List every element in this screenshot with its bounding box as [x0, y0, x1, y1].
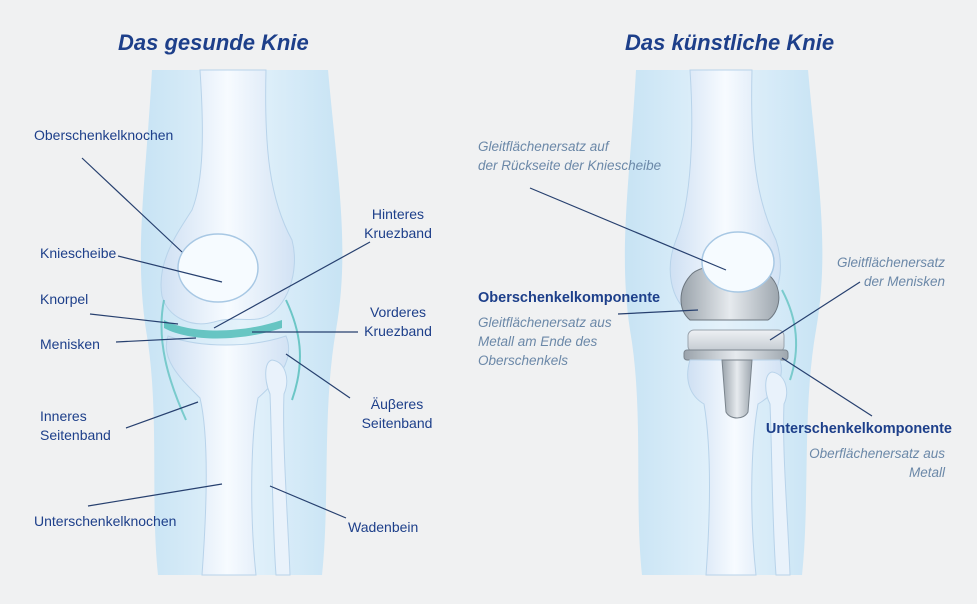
note-tibial-line-2: Metall [780, 463, 945, 482]
label-aeusseres-seitenband-line-2: Seitenband [352, 414, 442, 433]
label-aeusseres-seitenband: Äuβeres Seitenband [352, 395, 442, 433]
label-kniescheibe: Kniescheibe [40, 244, 116, 263]
label-hinteres-kreuzband-line-2: Kruezband [358, 224, 438, 243]
note-tibial-component: Oberflächenersatz aus Metall [780, 444, 945, 482]
label-unterschenkelkomponente: Unterschenkelkomponente [740, 420, 952, 439]
label-knorpel: Knorpel [40, 290, 88, 309]
right-patella [702, 232, 774, 292]
label-hinteres-kreuzband-line-1: Hinteres [358, 205, 438, 224]
note-meniscus-line-2: der Menisken [780, 272, 945, 291]
note-patella-line-1: Gleitflächenersatz auf [478, 137, 661, 156]
label-aeusseres-seitenband-line-1: Äuβeres [352, 395, 442, 414]
label-vorderes-kreuzband-line-2: Kruezband [358, 322, 438, 341]
label-menisken: Menisken [40, 335, 100, 354]
note-femoral-line-2: Metall am Ende des [478, 332, 612, 351]
note-femoral-line-1: Gleitflächenersatz aus [478, 313, 612, 332]
healthy-knee-illustration [141, 70, 343, 575]
label-inneres-seitenband-line-1: Inneres [40, 407, 111, 426]
title-artificial-knee: Das künstliche Knie [625, 30, 834, 56]
label-oberschenkelknochen: Oberschenkelknochen [34, 126, 173, 145]
tibial-tray [684, 350, 788, 360]
label-inneres-seitenband: Inneres Seitenband [40, 407, 111, 445]
note-tibial-line-1: Oberflächenersatz aus [780, 444, 945, 463]
left-patella [178, 234, 258, 302]
note-meniscus-line-1: Gleitflächenersatz [780, 253, 945, 272]
label-inneres-seitenband-line-2: Seitenband [40, 426, 111, 445]
note-femoral-component: Gleitflächenersatz aus Metall am Ende de… [478, 313, 612, 370]
label-hinteres-kreuzband: Hinteres Kruezband [358, 205, 438, 243]
label-vorderes-kreuzband: Vorderes Kruezband [358, 303, 438, 341]
label-unterschenkelknochen: Unterschenkelknochen [34, 512, 176, 531]
label-vorderes-kreuzband-line-1: Vorderes [358, 303, 438, 322]
tibial-stem [722, 360, 752, 418]
note-meniscus-replacement: Gleitflächenersatz der Menisken [780, 253, 945, 291]
title-healthy-knee: Das gesunde Knie [118, 30, 309, 56]
polyethylene-insert [688, 330, 784, 352]
note-femoral-line-3: Oberschenkels [478, 351, 612, 370]
label-wadenbein: Wadenbein [348, 518, 418, 537]
note-patella-replacement: Gleitflächenersatz auf der Rückseite der… [478, 137, 661, 175]
note-patella-line-2: der Rückseite der Kniescheibe [478, 156, 661, 175]
label-oberschenkelkomponente: Oberschenkelkomponente [478, 289, 660, 308]
